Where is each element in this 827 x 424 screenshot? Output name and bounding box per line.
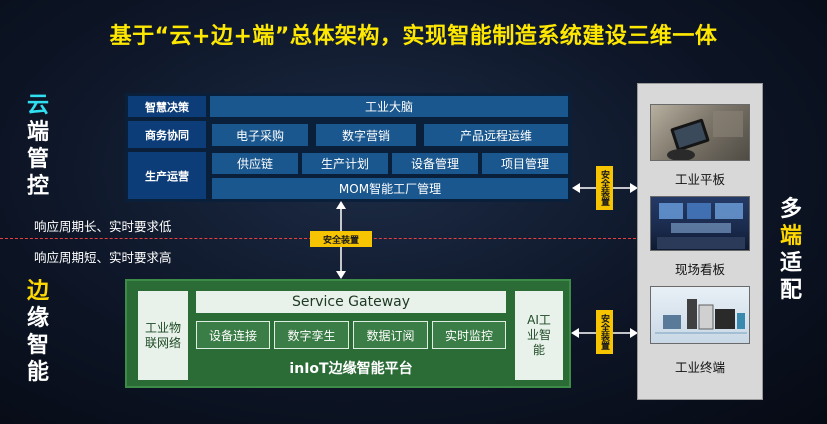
security-badge-edge: 安全装置 bbox=[596, 310, 613, 354]
cloud-cell-e-procurement: 电子采购 bbox=[212, 124, 308, 146]
edge-cell-device-connect: 设备连接 bbox=[196, 321, 270, 349]
dashboard-image bbox=[650, 196, 750, 251]
terminal-icon bbox=[655, 299, 747, 334]
edge-label-char: 智 bbox=[26, 333, 49, 358]
cloud-cell-industrial-brain: 工业大脑 bbox=[210, 96, 568, 117]
tablet-image bbox=[650, 104, 750, 161]
edge-label: 边 缘 智 能 bbox=[24, 278, 52, 386]
cloud-label: 云 端 管 控 bbox=[24, 92, 52, 200]
response-short-text: 响应周期短、实时要求高 bbox=[34, 250, 172, 265]
cloud-cell-remote-maintenance: 产品远程运维 bbox=[424, 124, 568, 146]
service-gateway: Service Gateway bbox=[196, 291, 506, 313]
edge-label-char: 边 bbox=[26, 279, 49, 304]
device-label-char: 配 bbox=[779, 278, 802, 303]
cloud-label-char: 端 bbox=[26, 120, 49, 145]
device-label-char: 端 bbox=[779, 224, 802, 249]
page-title: 基于“云+边+端”总体架构，实现智能制造系统建设三维一体 bbox=[109, 24, 718, 49]
edge-cell-data-subscription: 数据订阅 bbox=[353, 321, 428, 349]
cloud-label-char: 控 bbox=[26, 174, 49, 199]
cloud-cell-mom: MOM智能工厂管理 bbox=[212, 178, 568, 199]
edge-ai-intelligence: AI工业智能 bbox=[515, 291, 563, 380]
terminal-image bbox=[650, 286, 750, 344]
cloud-row-label-operations: 生产运营 bbox=[128, 152, 206, 199]
cloud-label-char: 云 bbox=[26, 93, 49, 118]
cloud-cell-digital-marketing: 数字营销 bbox=[316, 124, 416, 146]
security-badge-cloud: 安全装置 bbox=[596, 166, 613, 210]
device-label: 多 端 适 配 bbox=[777, 196, 805, 304]
device-label-dashboard: 现场看板 bbox=[674, 262, 725, 277]
edge-label-char: 能 bbox=[26, 360, 49, 385]
cloud-cell-equipment-mgmt: 设备管理 bbox=[392, 153, 478, 174]
device-label-char: 适 bbox=[779, 251, 802, 276]
cloud-label-char: 管 bbox=[26, 147, 49, 172]
cloud-cell-supply-chain: 供应链 bbox=[212, 153, 298, 174]
edge-platform-title: inIoT边缘智能平台 bbox=[289, 361, 413, 377]
dashboard-screen-icon bbox=[657, 203, 745, 249]
cloud-cell-project-mgmt: 项目管理 bbox=[482, 153, 568, 174]
device-label-char: 多 bbox=[779, 197, 802, 222]
edge-cell-realtime-monitor: 实时监控 bbox=[432, 321, 506, 349]
tablet-icon bbox=[667, 111, 743, 160]
edge-cell-digital-twin: 数字孪生 bbox=[274, 321, 349, 349]
cloud-cell-production-plan: 生产计划 bbox=[302, 153, 388, 174]
security-badge-center: 安全装置 bbox=[310, 231, 372, 247]
cloud-row-label-decision: 智慧决策 bbox=[128, 96, 206, 117]
cloud-row-label-collaboration: 商务协同 bbox=[128, 121, 206, 148]
edge-iot-network: 工业物联网络 bbox=[138, 291, 188, 380]
response-long-text: 响应周期长、实时要求低 bbox=[34, 219, 172, 234]
edge-label-char: 缘 bbox=[26, 306, 49, 331]
device-label-terminal: 工业终端 bbox=[674, 360, 725, 375]
device-label-tablet: 工业平板 bbox=[674, 172, 725, 187]
